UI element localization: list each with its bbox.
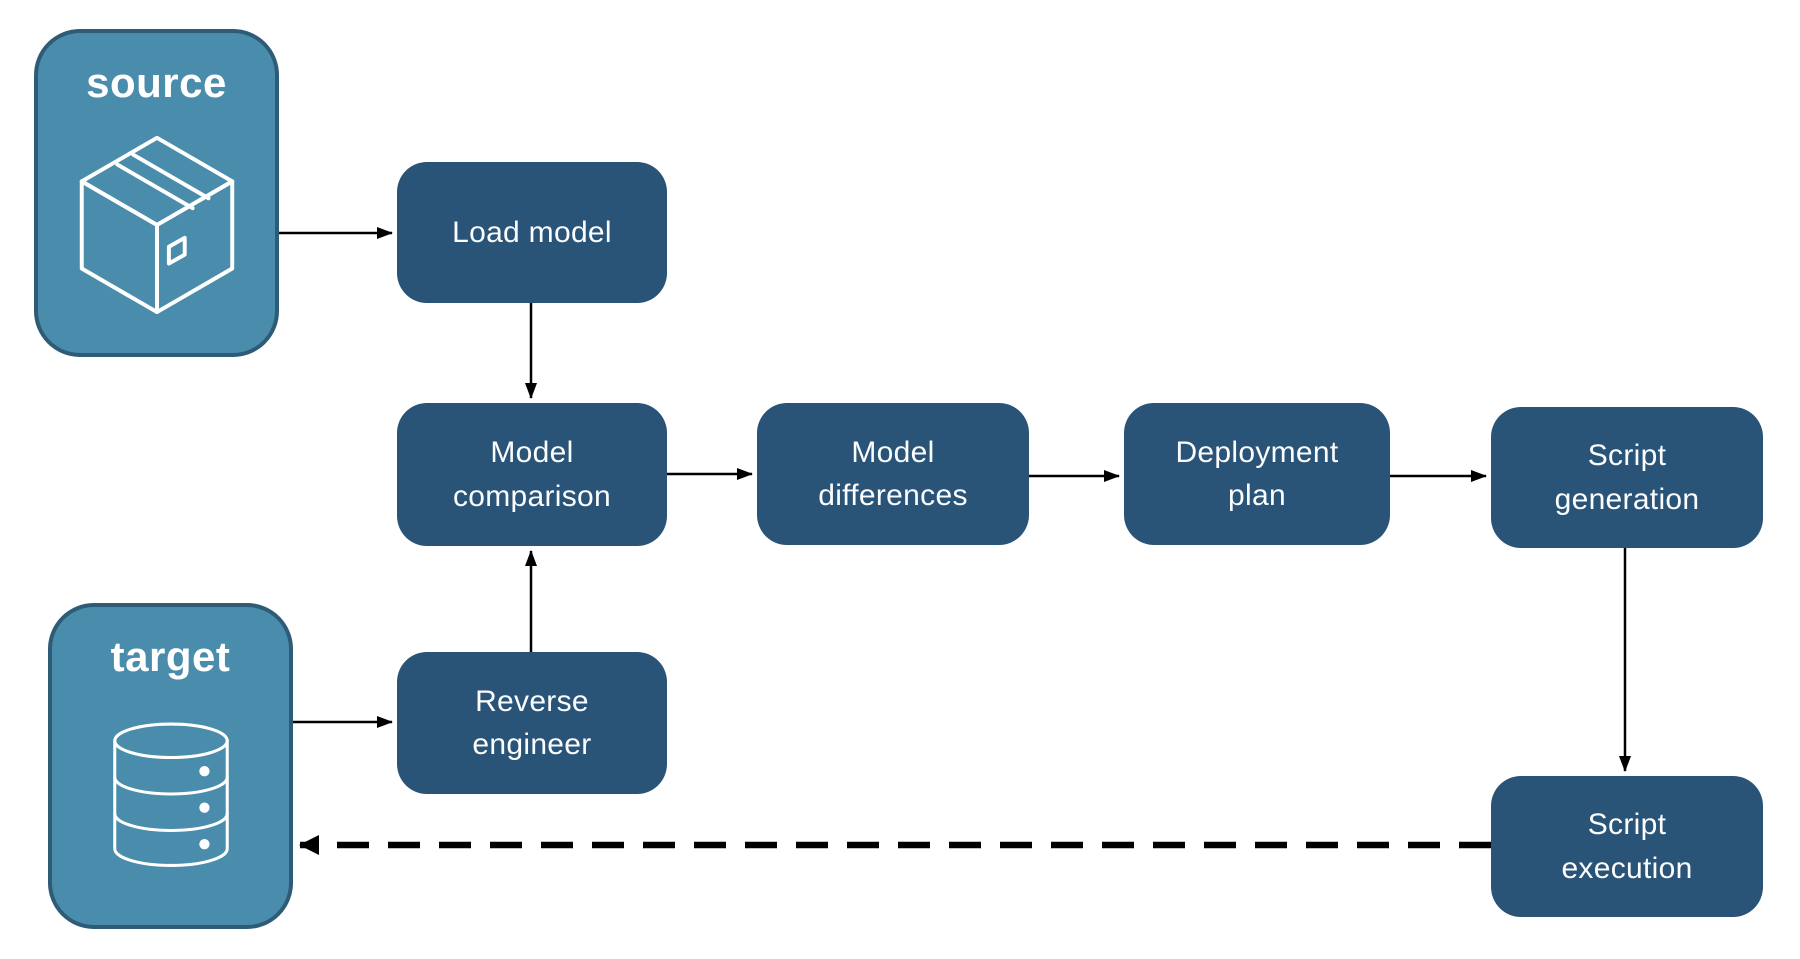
node-model-comparison-label: Model comparison xyxy=(452,436,612,513)
source-label: source xyxy=(86,59,227,106)
node-script-execution-label: Script execution xyxy=(1561,808,1693,885)
node-script-generation: Script generation xyxy=(1491,407,1763,548)
node-script-generation-label: Script generation xyxy=(1554,439,1700,516)
node-script-execution: Script execution xyxy=(1491,776,1763,917)
package-icon xyxy=(79,135,234,315)
node-load-model-label: Load model xyxy=(452,215,612,249)
endpoint-target: target xyxy=(48,603,293,929)
node-reverse-engineer-label: Reverse engineer xyxy=(472,684,592,762)
node-model-comparison: Model comparison xyxy=(397,403,667,546)
node-deployment-plan-label: Deployment plan xyxy=(1175,435,1339,513)
node-reverse-engineer: Reverse engineer xyxy=(397,652,667,794)
database-icon xyxy=(112,722,229,867)
node-deployment-plan: Deployment plan xyxy=(1124,403,1390,545)
node-load-model: Load model xyxy=(397,162,667,303)
node-model-differences-label: Model differences xyxy=(818,435,968,513)
endpoint-source: source xyxy=(34,29,279,357)
target-label: target xyxy=(110,633,231,680)
node-model-differences: Model differences xyxy=(757,403,1029,545)
